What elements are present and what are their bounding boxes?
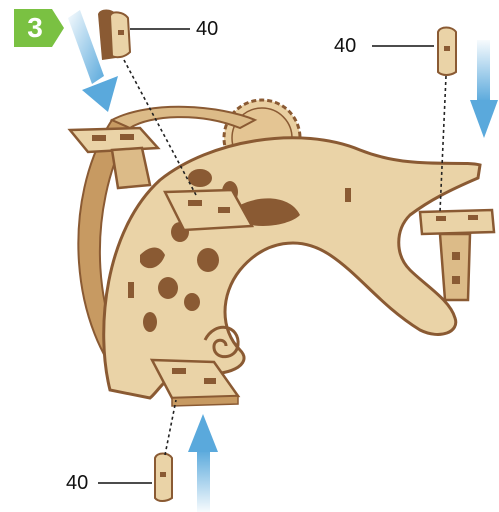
arrow-up-bottom <box>188 414 218 512</box>
step-number: 3 <box>14 9 56 47</box>
arrow-down-right <box>470 40 498 138</box>
part-40-top-right <box>438 28 456 76</box>
part-label-top-left: 40 <box>196 18 218 40</box>
part-40-bottom <box>155 454 172 502</box>
main-body-panel <box>104 138 480 398</box>
part-label-bottom: 40 <box>66 472 88 494</box>
top-left-bracket <box>70 128 158 188</box>
part-40-top-left <box>98 10 130 61</box>
part-label-top-right: 40 <box>334 35 356 57</box>
step-badge: 3 <box>14 9 64 47</box>
